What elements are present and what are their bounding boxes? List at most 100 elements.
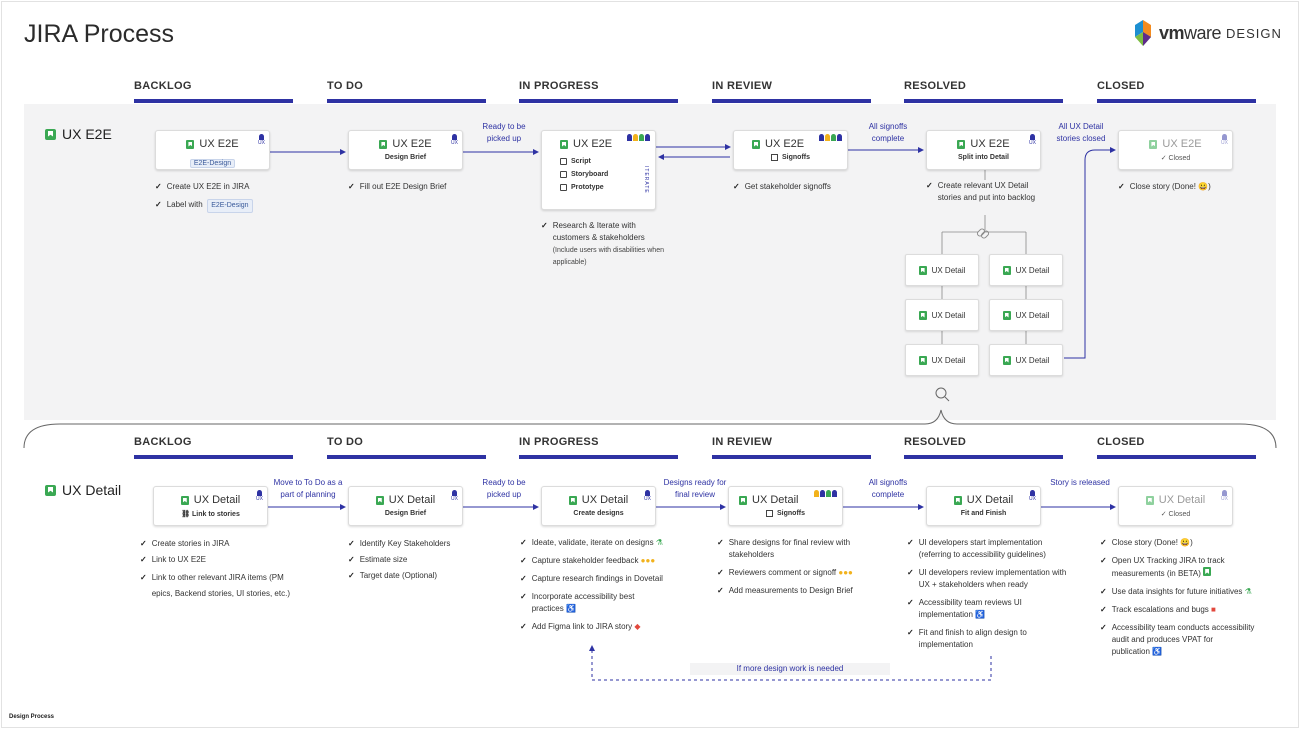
ux-detail-inprogress-card[interactable]: UX Detail Create designs UX <box>541 486 656 526</box>
col-head-closed: CLOSED <box>1097 436 1145 448</box>
artifact-list: Script Storyboard Prototype <box>560 158 608 195</box>
ux-e2e-closed-card[interactable]: UX E2E ✓ Closed UX <box>1118 130 1233 170</box>
arrow-label-ready: Ready to be picked up <box>482 122 526 143</box>
card-subtitle: ✓ Closed <box>1160 155 1191 162</box>
ux-detail-row-label: UX Detail <box>45 482 121 498</box>
team-assignees-icon <box>814 490 837 497</box>
ux-e2e-resolved-notes: ✓Create relevant UX Detail stories and p… <box>926 180 1046 210</box>
ux-e2e-closed-notes: ✓Close story (Done! 😀) <box>1118 182 1211 191</box>
col-bar <box>1097 99 1256 103</box>
team-assignees-icon <box>819 134 842 141</box>
col-head-inprogress: IN PROGRESS <box>519 80 599 92</box>
ux-detail-mini-card[interactable]: UX Detail <box>905 344 979 376</box>
vmware-design-logo: vmware DESIGN <box>1133 18 1282 48</box>
ux-e2e-todo-notes: ✓Fill out E2E Design Brief <box>348 182 447 191</box>
jira-story-icon <box>918 355 927 365</box>
bug-icon: ■ <box>1211 605 1216 614</box>
jira-story-icon <box>375 495 384 505</box>
ux-assignee-icon: UX <box>1029 490 1036 502</box>
col-head-todo: TO DO <box>327 436 364 448</box>
ux-e2e-resolved-card[interactable]: UX E2E Split into Detail UX <box>926 130 1041 170</box>
e2e-design-label-tag: E2E-Design <box>207 199 253 213</box>
card-subtitle: ✓ Closed <box>1160 511 1191 518</box>
page-title: JIRA Process <box>24 20 175 48</box>
footer-label: Design Process <box>9 714 55 720</box>
ux-e2e-todo-card[interactable]: UX E2E Design Brief UX <box>348 130 463 170</box>
col-bar <box>904 455 1063 459</box>
col-bar <box>519 99 678 103</box>
col-head-todo: TO DO <box>327 80 364 92</box>
jira-story-icon <box>1203 567 1212 576</box>
accessibility-icon: ♿ <box>975 610 986 619</box>
jira-story-icon <box>186 139 195 149</box>
card-subtitle: ⛓ Link to stories <box>181 511 240 518</box>
jira-story-icon <box>1149 139 1158 149</box>
jira-story-icon <box>1002 265 1011 275</box>
arrow-label-move: Move to To Do as a part of planning <box>273 478 343 499</box>
col-bar <box>134 99 293 103</box>
ux-detail-mini-card[interactable]: UX Detail <box>905 254 979 286</box>
jira-story-icon <box>45 484 56 496</box>
col-head-backlog: BACKLOG <box>134 80 192 92</box>
ux-assignee-icon: UX <box>1221 134 1228 146</box>
jira-story-icon <box>560 139 568 149</box>
link-icon <box>976 228 990 239</box>
ux-assignee-icon: UX <box>644 490 651 502</box>
ux-assignee-icon: UX <box>451 490 458 502</box>
card-subtitle: Fit and Finish <box>960 510 1007 517</box>
col-head-resolved: RESOLVED <box>904 80 967 92</box>
col-head-backlog: BACKLOG <box>134 436 192 448</box>
col-bar <box>327 455 486 459</box>
ux-detail-closed-card[interactable]: UX Detail ✓ Closed UX <box>1118 486 1233 526</box>
ux-e2e-inprogress-card[interactable]: UX E2E Script Storyboard Prototype ITERA… <box>541 130 656 210</box>
jira-story-icon <box>957 139 966 149</box>
ux-detail-inprogress-notes: ✓Ideate, validate, iterate on designs ⚗ … <box>520 538 663 631</box>
ux-detail-mini-card[interactable]: UX Detail <box>989 254 1063 286</box>
link-icon: ⛓ <box>181 511 191 518</box>
col-bar <box>327 99 486 103</box>
arrow-label-ready: Ready to be picked up <box>482 478 526 499</box>
ux-detail-todo-card[interactable]: UX Detail Design Brief UX <box>348 486 463 526</box>
col-bar <box>712 455 871 459</box>
ux-detail-resolved-notes: ✓UI developers start implementation (ref… <box>907 538 1067 649</box>
ux-detail-closed-notes: ✓Close story (Done! 😀) ✓Open UX Tracking… <box>1100 538 1255 656</box>
card-title: UX E2E <box>199 138 239 150</box>
card-subtitle: Design Brief <box>384 154 427 161</box>
card-title: UX E2E <box>765 138 805 150</box>
ux-e2e-inreview-card[interactable]: UX E2E Signoffs <box>733 130 848 170</box>
ux-detail-todo-notes: ✓Identify Key Stakeholders ✓Estimate siz… <box>348 539 451 580</box>
ux-detail-backlog-card[interactable]: UX Detail ⛓ Link to stories UX <box>153 486 268 526</box>
col-bar <box>904 99 1063 103</box>
card-title: UX E2E <box>970 138 1010 150</box>
col-bar <box>712 99 871 103</box>
ux-detail-mini-card[interactable]: UX Detail <box>905 299 979 331</box>
card-title: UX E2E <box>573 138 613 150</box>
ux-e2e-inprogress-notes: ✓Research & Iterate with customers & sta… <box>541 221 664 266</box>
figma-icon: ◆ <box>634 622 641 631</box>
ux-detail-mini-card[interactable]: UX Detail <box>989 299 1063 331</box>
arrow-label-released: Story is released <box>1050 478 1110 487</box>
ux-assignee-icon: UX <box>451 134 458 146</box>
card-title: UX Detail <box>1158 494 1206 506</box>
card-subtitle: Design Brief <box>384 510 427 517</box>
ux-e2e-backlog-card[interactable]: UX E2E E2E-Design UX <box>155 130 270 170</box>
col-head-inreview: IN REVIEW <box>712 436 773 448</box>
arrow-label-all-detail: All UX Detail stories closed <box>1056 122 1106 143</box>
card-subtitle: Create designs <box>573 510 624 517</box>
card-title: UX Detail <box>752 494 799 506</box>
prototype-icon <box>560 184 567 191</box>
card-title: UX Detail <box>966 494 1014 506</box>
ux-e2e-inreview-notes: ✓Get stakeholder signoffs <box>733 182 831 191</box>
col-head-inreview: IN REVIEW <box>712 80 773 92</box>
ux-detail-inreview-card[interactable]: UX Detail Signoffs <box>728 486 843 526</box>
ux-assignee-icon: UX <box>1029 134 1036 146</box>
ux-detail-backlog-notes: ✓Create stories in JIRA ✓Link to UX E2E … <box>140 539 290 598</box>
signoff-icon <box>766 510 773 517</box>
arrow-label-signoffs: All signoffs complete <box>868 478 908 499</box>
arrow-label-signoffs: All signoffs complete <box>868 122 908 143</box>
ux-detail-resolved-card[interactable]: UX Detail Fit and Finish UX <box>926 486 1041 526</box>
col-bar <box>519 455 678 459</box>
ux-assignee-icon: UX <box>1221 490 1228 502</box>
ux-detail-mini-card[interactable]: UX Detail <box>989 344 1063 376</box>
